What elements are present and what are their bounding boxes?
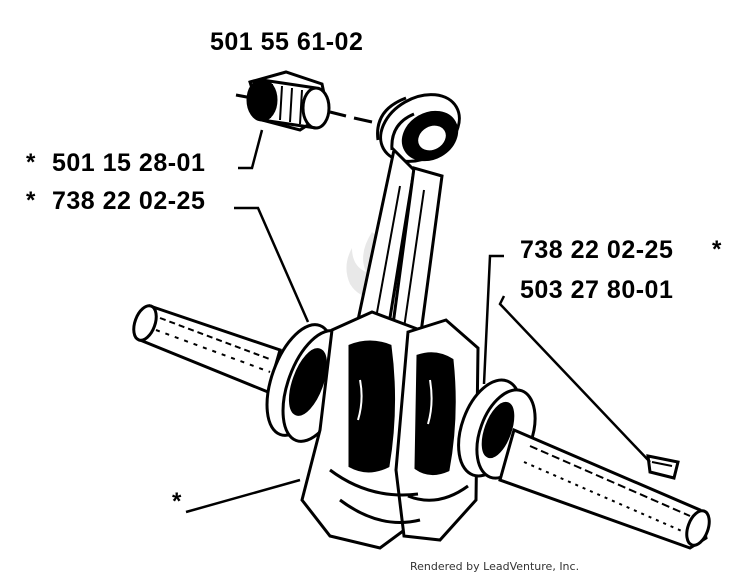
left-shaft	[132, 304, 282, 395]
part-number-woodruff-key: 503 27 80-01	[520, 276, 674, 304]
right-shaft	[498, 427, 711, 550]
asterisk-marker: *	[712, 236, 722, 263]
woodruff-key	[646, 454, 680, 480]
leader-lines	[185, 129, 651, 514]
part-number-needle-bearing: 501 55 61-02	[210, 28, 364, 56]
asterisk-marker: *	[26, 187, 36, 214]
assembly-axis-line	[235, 93, 373, 124]
part-number-crankpin: 501 15 28-01	[52, 149, 206, 177]
asterisk-marker: *	[26, 149, 36, 176]
connecting-rod-small-end	[376, 93, 461, 163]
part-number-right-bearing: 738 22 02-25	[520, 236, 674, 264]
asterisk-marker: *	[172, 488, 182, 515]
needle-bearing	[246, 70, 331, 132]
part-number-left-bearing: 738 22 02-25	[52, 187, 206, 215]
crank-webs	[300, 310, 480, 550]
render-credit: Rendered by LeadVenture, Inc.	[410, 560, 580, 573]
